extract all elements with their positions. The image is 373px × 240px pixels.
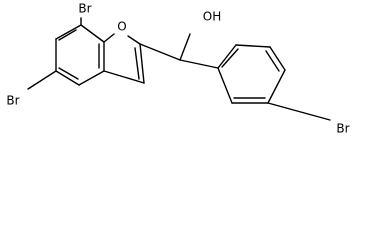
oh-atom: OH — [203, 10, 221, 24]
bond — [269, 46, 286, 71]
bond — [58, 29, 77, 41]
bond — [103, 33, 115, 43]
bond-group — [27, 17, 331, 121]
bond — [27, 70, 57, 90]
bond — [55, 70, 80, 86]
br-atom-left: Br — [6, 94, 19, 108]
bond — [235, 44, 271, 48]
bond — [267, 102, 331, 121]
bond — [80, 24, 105, 43]
bond — [217, 44, 237, 69]
bond — [103, 70, 145, 84]
bond — [134, 47, 140, 80]
bond — [139, 43, 145, 84]
bond — [179, 33, 191, 61]
bond — [221, 48, 239, 68]
bond — [58, 67, 79, 80]
bond — [179, 59, 219, 69]
bond — [78, 70, 105, 86]
molecule-diagram: Br O OH Br Br — [6, 2, 349, 136]
bond — [55, 24, 82, 40]
bond — [267, 69, 286, 104]
br-atom-top: Br — [78, 2, 91, 16]
bond — [127, 35, 141, 45]
o-atom-ring: O — [117, 20, 126, 34]
br-atom-right: Br — [336, 122, 349, 136]
bond — [265, 50, 280, 72]
bond — [217, 67, 233, 104]
bond — [139, 43, 181, 61]
atom-label-group: Br O OH Br Br — [6, 2, 349, 136]
